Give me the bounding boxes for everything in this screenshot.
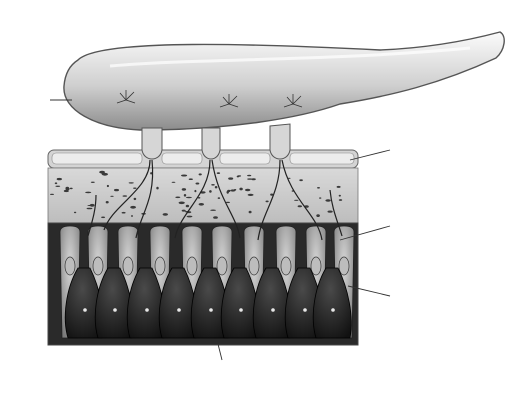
- tissue-speck: [181, 175, 187, 177]
- tissue-speck: [199, 203, 204, 206]
- tissue-speck: [55, 186, 60, 187]
- supporting-cell-nucleus: [217, 257, 227, 275]
- hair-cell-nucleus: [145, 308, 149, 312]
- tissue-speck: [57, 178, 62, 180]
- tissue-layer: [48, 168, 358, 223]
- hair-cell-nucleus: [303, 308, 307, 312]
- tissue-speck: [122, 212, 126, 214]
- tissue-speck: [317, 187, 320, 189]
- supporting-cell-nucleus: [123, 257, 133, 275]
- tissue-speck: [175, 197, 180, 199]
- tissue-speck: [186, 205, 189, 208]
- tissue-speck: [294, 200, 298, 201]
- tissue-speck: [163, 213, 168, 216]
- tissue-speck: [211, 184, 215, 186]
- hair-cell-nucleus: [113, 308, 117, 312]
- supporting-cell-nucleus: [249, 257, 259, 275]
- hair-cell-nucleus: [331, 308, 335, 312]
- tissue-speck: [249, 211, 252, 214]
- tissue-speck: [209, 190, 212, 193]
- tissue-speck: [266, 201, 269, 203]
- tissue-speck: [101, 217, 105, 219]
- tissue-speck: [189, 178, 193, 180]
- tissue-speck: [87, 208, 93, 210]
- tissue-speck: [316, 214, 320, 217]
- hair-cell-nucleus: [209, 308, 213, 312]
- supporting-cell-nucleus: [93, 257, 103, 275]
- tissue-speck: [106, 201, 109, 203]
- supporting-cell-nucleus: [339, 257, 349, 275]
- tissue-speck: [123, 195, 128, 197]
- hair-cell-nucleus: [83, 308, 87, 312]
- tissue-speck: [150, 172, 152, 174]
- tissue-speck: [156, 187, 158, 190]
- tissue-speck: [186, 197, 192, 198]
- tissue-speck: [339, 199, 342, 201]
- tissue-speck: [91, 182, 95, 183]
- tissue-speck: [110, 196, 113, 197]
- tissue-speck: [217, 172, 220, 174]
- tissue-speck: [90, 204, 95, 207]
- tissue-speck: [55, 182, 58, 184]
- tissue-speck: [247, 175, 251, 177]
- supporting-cell-nucleus: [155, 257, 165, 275]
- tissue-speck: [130, 206, 136, 209]
- tissue-speck: [213, 216, 218, 219]
- tissue-speck: [196, 183, 200, 185]
- tissue-speck: [298, 205, 302, 207]
- supporting-cell-nucleus: [65, 257, 75, 275]
- hair-cells: [65, 268, 351, 338]
- hair-cell-nucleus: [271, 308, 275, 312]
- tissue-speck: [237, 176, 239, 178]
- tissue-speck: [218, 197, 221, 199]
- tissue-speck: [179, 202, 185, 205]
- tissue-speck: [107, 185, 109, 187]
- tissue-speck: [70, 188, 73, 190]
- supporting-cell-nucleus: [187, 257, 197, 275]
- tissue-speck: [66, 187, 70, 190]
- tissue-speck: [74, 212, 76, 213]
- tissue-speck: [133, 188, 136, 189]
- tissue-speck: [114, 189, 119, 191]
- tissue-speck: [245, 189, 250, 191]
- tissue-speck: [210, 210, 216, 211]
- tissue-speck: [131, 215, 133, 217]
- tissue-speck: [187, 216, 193, 218]
- cell-layer: [48, 223, 358, 345]
- tissue-speck: [226, 202, 230, 203]
- tissue-speck: [194, 190, 196, 192]
- tissue-speck: [184, 194, 186, 197]
- tissue-speck: [339, 195, 341, 197]
- cupula: [64, 32, 504, 130]
- tissue-speck: [215, 186, 218, 188]
- tissue-speck: [99, 171, 105, 174]
- tissue-speck: [199, 173, 202, 175]
- tissue-speck: [85, 192, 91, 194]
- tissue-speck: [50, 194, 54, 195]
- tissue-speck: [172, 182, 176, 183]
- tissue-speck: [182, 210, 186, 212]
- tissue-speck: [299, 179, 303, 181]
- tissue-speck: [234, 189, 236, 190]
- tissue-speck: [319, 197, 321, 198]
- hair-cell-nucleus: [239, 308, 243, 312]
- tissue-speck: [248, 194, 254, 196]
- tissue-speck: [227, 191, 229, 194]
- tissue-speck: [325, 199, 330, 201]
- supporting-cell-nucleus: [281, 257, 291, 275]
- tissue-speck: [239, 188, 242, 191]
- tissue-speck: [134, 198, 137, 200]
- tissue-speck: [129, 182, 134, 183]
- hair-cell-nucleus: [177, 308, 181, 312]
- supporting-cell-nucleus: [311, 257, 321, 275]
- tissue-speck: [337, 186, 341, 188]
- tissue-speck: [228, 177, 233, 179]
- tissue-speck: [247, 178, 252, 179]
- tissue-speck: [328, 211, 333, 213]
- tissue-speck: [182, 188, 186, 191]
